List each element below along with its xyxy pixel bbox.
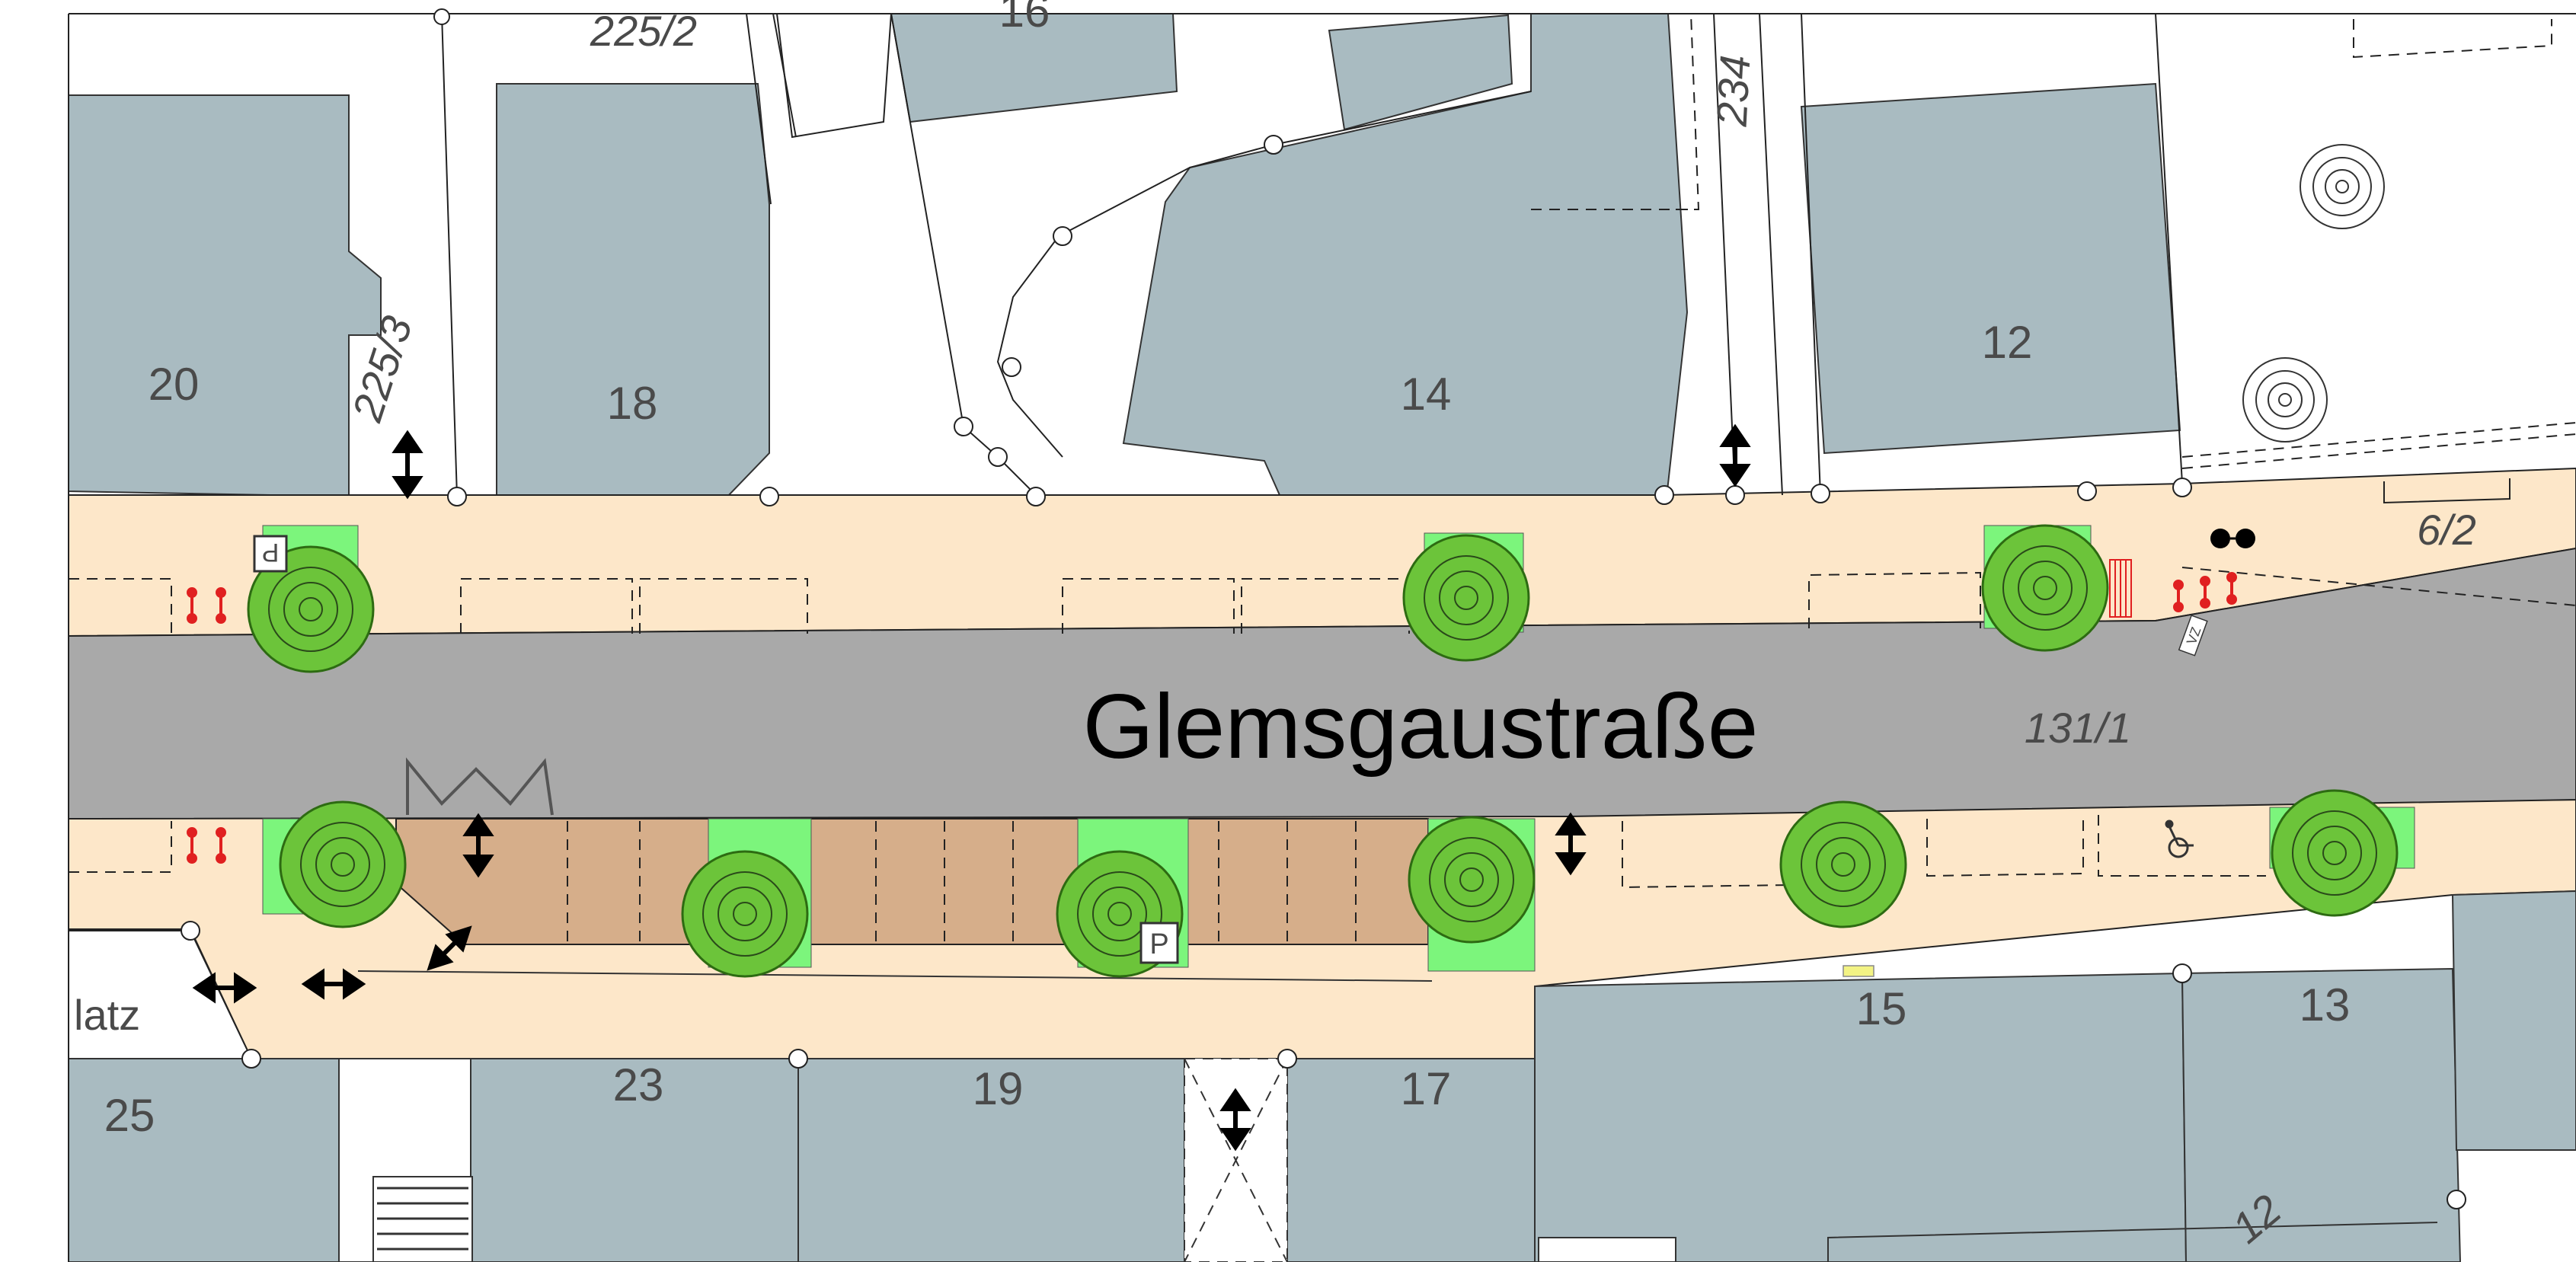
- street-name: Glemsgaustraße: [1083, 676, 1759, 778]
- arrow-diagonal-icon: [427, 925, 472, 971]
- zigzag-marking: [406, 757, 554, 816]
- trees: [247, 524, 2399, 978]
- tree-icon: [247, 545, 375, 673]
- arrow-vertical-icon: [1555, 812, 1587, 876]
- building-number: 19: [973, 1063, 1024, 1114]
- tree-icon: [1779, 800, 1907, 928]
- building-number: 15: [1856, 983, 1907, 1034]
- bollard-icon: [2173, 580, 2184, 612]
- bike-rack-icon: [2109, 559, 2132, 618]
- building-18: [496, 83, 770, 497]
- parking-sign-south: P: [1139, 922, 1179, 964]
- building-number: 13: [2300, 979, 2351, 1030]
- access-arrows: [192, 423, 1751, 1152]
- building-number: 20: [149, 359, 200, 410]
- well-icon-2: [2242, 357, 2328, 442]
- bollards: [187, 572, 2237, 864]
- arrow-vertical-icon: [392, 430, 423, 500]
- tree-icon: [1981, 524, 2109, 652]
- tree-icon: [2271, 789, 2399, 917]
- building-15: [1534, 972, 2188, 1262]
- arrow-horizontal-icon: [192, 972, 257, 1004]
- vz-sign: VZ: [2178, 615, 2208, 657]
- bollard-icon: [187, 827, 197, 864]
- building-number: 25: [104, 1090, 155, 1141]
- tree-icon: [1408, 816, 1536, 944]
- arrow-vertical-icon: [1219, 1088, 1251, 1152]
- parcel-id: 225/2: [590, 7, 697, 55]
- parking-bay-dividers: [567, 821, 1357, 943]
- wheelchair-icon: [2165, 820, 2194, 858]
- parcel-id: 234: [1708, 54, 1759, 129]
- arrow-vertical-icon: [1719, 423, 1751, 487]
- well-icons: [2242, 144, 2385, 442]
- parcel-notch: [2383, 478, 2510, 504]
- building-footprints-south: [68, 890, 2576, 1262]
- building-14-annex: [1328, 14, 1513, 131]
- parcel-lines-dashed: [1531, 13, 2576, 469]
- building-13: [2181, 967, 2462, 1262]
- parking-bay-strip: [395, 818, 1429, 945]
- building-20: [68, 94, 382, 498]
- tree-icon: [279, 800, 407, 928]
- parking-recesses-north: [69, 567, 2576, 634]
- bollard-icon: [2226, 572, 2237, 605]
- building-east: [2451, 890, 2576, 1151]
- signal-box-icon: [1843, 965, 1874, 977]
- svg-text:P: P: [1149, 928, 1168, 960]
- parcel-lines: [68, 13, 2576, 1262]
- signs: P P VZ: [253, 529, 2255, 977]
- parking-sign-north: P: [253, 535, 288, 573]
- building-number: 16: [999, 0, 1050, 37]
- building-19: [797, 1058, 1185, 1262]
- parking-recesses-south: [69, 815, 2266, 889]
- survey-points: [181, 8, 2466, 1209]
- building-12: [1800, 82, 2181, 455]
- bollard-icon: [2200, 576, 2210, 609]
- lamp-icon: [2210, 529, 2255, 548]
- arrow-horizontal-icon: [301, 968, 366, 1000]
- building-number: 18: [607, 378, 658, 429]
- well-icon-1: [2300, 144, 2385, 229]
- arrow-vertical-icon: [462, 813, 494, 878]
- bollard-icon: [216, 587, 226, 624]
- building-labels: 20 18 14 12 25 23 19 17 15 13 16: [104, 0, 2351, 1141]
- tree-icon: [1402, 534, 1530, 662]
- svg-text:P: P: [262, 538, 280, 567]
- building-number: 17: [1401, 1063, 1452, 1114]
- tree-icon: [681, 850, 809, 978]
- bollard-icon: [187, 587, 197, 624]
- building-number: 12: [1982, 317, 2033, 368]
- building-number: 14: [1401, 369, 1452, 420]
- building-footprints-north: [68, 13, 2181, 519]
- parcel-id: 6/2: [2417, 506, 2476, 554]
- parcel-id: 131/1: [2025, 704, 2131, 752]
- bollard-icon: [216, 827, 226, 864]
- building-number: 23: [613, 1059, 664, 1110]
- place-label-fragment: latz: [74, 991, 140, 1039]
